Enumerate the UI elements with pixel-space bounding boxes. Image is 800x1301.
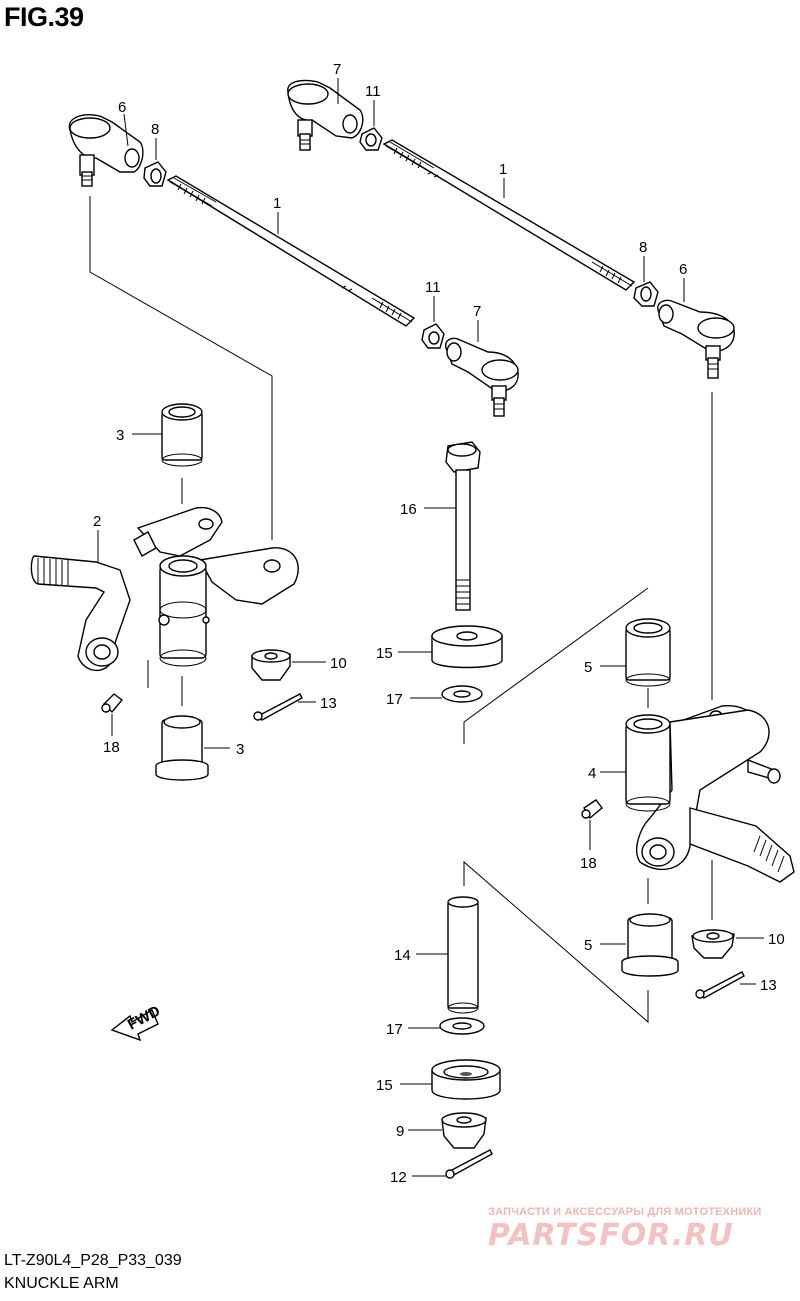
bolt-16[interactable] [445,441,481,611]
washer-17-top[interactable] [441,685,483,703]
tie-rod-end-7-right[interactable] [287,79,364,151]
bushing-3-bottom[interactable] [155,715,209,781]
callout-13: 13 [760,977,777,994]
cotter-pin-12[interactable] [445,1149,493,1179]
callout-18: 18 [103,739,120,756]
knuckle-arm-right[interactable] [625,705,795,883]
callout-11: 11 [365,83,381,100]
callout-6: 6 [679,261,687,278]
bearing-15-bottom[interactable] [431,1059,501,1100]
spacer-14[interactable] [447,896,479,1014]
leader-lines [89,78,764,1177]
nut-10-right[interactable] [691,929,735,959]
reference-code: LT-Z90L4_P28_P33_039 [4,1252,182,1269]
callout-10: 10 [330,655,347,672]
callout-5: 5 [584,937,592,954]
callout-17: 17 [386,1021,403,1038]
callout-7: 7 [333,61,341,78]
nut-10-left[interactable] [251,649,291,681]
callout-9: 9 [396,1123,404,1140]
callout-12: 12 [390,1169,407,1186]
diagram-caption: KNUCKLE ARM [4,1275,119,1292]
tie-rod-end-left[interactable] [68,114,144,187]
callout-3: 3 [116,427,124,444]
nut-8-right[interactable] [633,281,659,307]
tie-rod-left[interactable] [166,175,416,327]
nut-11-left[interactable] [421,323,445,349]
callout-11: 11 [425,279,441,296]
bearing-15-top[interactable] [431,625,503,669]
callout-7: 7 [473,303,481,320]
callout-15: 15 [376,1077,393,1094]
grease-nipple-18-left[interactable] [101,693,124,714]
callout-16: 16 [400,501,417,518]
callout-1: 1 [499,161,507,178]
knuckle-arm-left[interactable] [30,506,299,672]
bushing-5-bottom[interactable] [621,913,679,977]
nut-left[interactable] [143,161,167,187]
bushing-3-top[interactable] [161,403,203,467]
callout-15: 15 [376,645,393,662]
grease-nipple-18-right[interactable] [581,799,603,820]
callout-4: 4 [588,765,596,782]
tie-rod-right[interactable] [382,139,636,291]
callout-14: 14 [394,947,411,964]
callout-17: 17 [386,691,403,708]
callout-2: 2 [93,513,101,530]
washer-17-bottom[interactable] [439,1017,485,1035]
cotter-pin-13-left[interactable] [253,693,303,721]
callout-labels: 6 8 7 11 1 1 8 6 11 7 3 2 16 15 10 17 13… [93,61,785,1186]
nut-11-right[interactable] [359,127,383,151]
bushing-5-top[interactable] [625,618,671,687]
callout-8: 8 [639,239,647,256]
callout-5: 5 [584,659,592,676]
arrow-icon: FWD [110,1002,163,1042]
callout-13: 13 [320,695,337,712]
callout-10: 10 [768,931,785,948]
callout-6: 6 [118,99,126,116]
watermark-logo: PARTSFOR.RU [488,1218,734,1253]
callout-3: 3 [236,741,244,758]
callout-18: 18 [580,855,597,872]
nut-9[interactable] [441,1112,487,1149]
callout-8: 8 [151,121,159,138]
tie-rod-end-7-left[interactable] [445,337,519,417]
figure-label: FIG.39 [4,2,84,32]
cotter-pin-13-right[interactable] [695,971,745,999]
tie-rod-end-6-right[interactable] [657,299,735,379]
watermark-tagline: ЗАПЧАСТИ И АКСЕССУАРЫ ДЛЯ МОТОТЕХНИКИ [488,1206,762,1218]
callout-1: 1 [273,195,281,212]
